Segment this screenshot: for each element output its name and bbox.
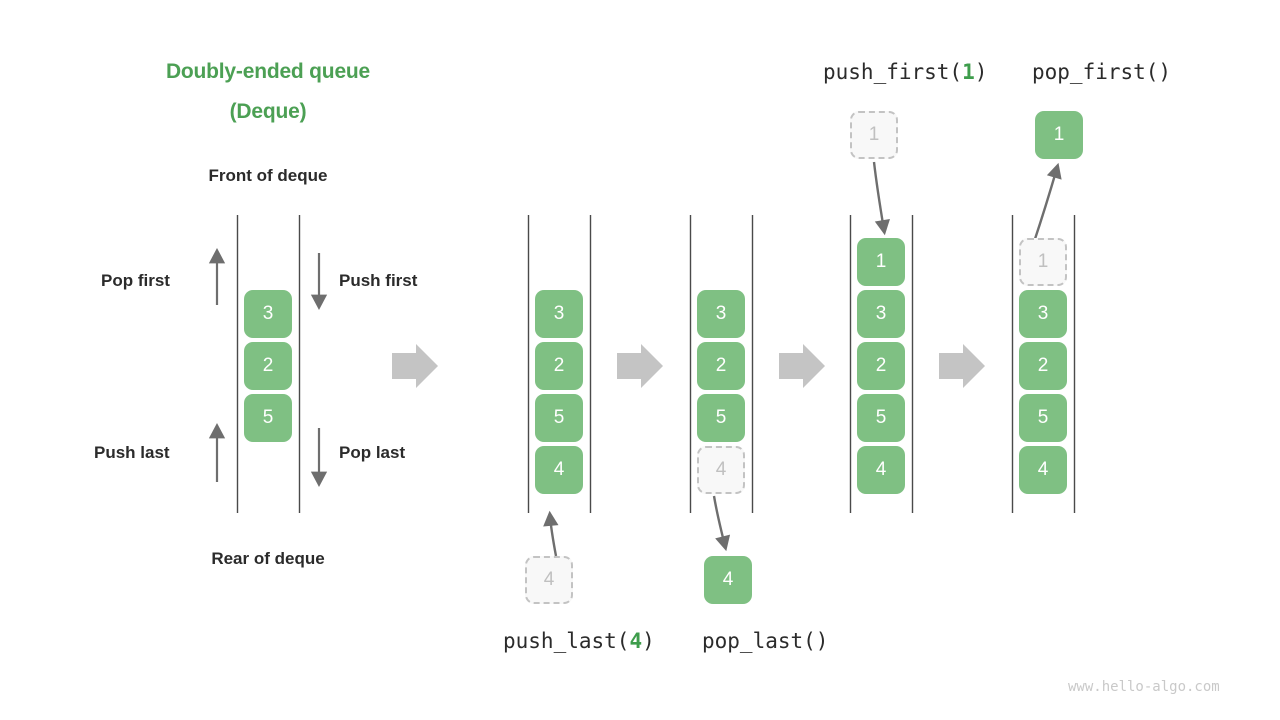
deque-cell: 2 bbox=[535, 342, 583, 390]
flow-arrow-icon-4 bbox=[939, 344, 985, 388]
op-label-pop-last: Pop last bbox=[339, 443, 406, 462]
caption-push-last-name: push_last( bbox=[503, 629, 630, 653]
push-last-motion-arrow-icon bbox=[543, 510, 559, 557]
deque-cell-removed: 1 bbox=[1019, 238, 1067, 286]
deque-cell: 4 bbox=[535, 446, 583, 494]
front-of-deque-label: Front of deque bbox=[208, 166, 328, 185]
deque-cell: 3 bbox=[535, 290, 583, 338]
caption-pop-first-name: pop_first() bbox=[1032, 60, 1172, 84]
deque-cell: 1 bbox=[857, 238, 905, 286]
caption-push-last-close: ) bbox=[642, 629, 655, 653]
flow-arrow-icon-2 bbox=[617, 344, 663, 388]
op-label-pop-first: Pop first bbox=[101, 271, 170, 290]
caption-push-last: push_last(4) bbox=[503, 629, 655, 653]
op-label-push-last: Push last bbox=[94, 443, 170, 462]
deque-cell: 5 bbox=[535, 394, 583, 442]
flow-arrow-icon-1 bbox=[392, 344, 438, 388]
pop-last-motion-arrow-icon bbox=[712, 495, 731, 552]
watermark: www.hello-algo.com bbox=[1068, 679, 1220, 695]
deque-cell: 3 bbox=[1019, 290, 1067, 338]
deque-cell: 2 bbox=[857, 342, 905, 390]
deque-cell: 5 bbox=[697, 394, 745, 442]
outgoing-value-cell: 1 bbox=[1035, 111, 1083, 159]
deque-cell: 3 bbox=[244, 290, 292, 338]
deque-cell: 2 bbox=[1019, 342, 1067, 390]
deque-cell: 5 bbox=[1019, 394, 1067, 442]
deque-cell-removed: 4 bbox=[697, 446, 745, 494]
caption-push-first-arg: 1 bbox=[962, 60, 975, 84]
caption-pop-first: pop_first() bbox=[1032, 60, 1171, 84]
deque-cell: 5 bbox=[857, 394, 905, 442]
deque-cell: 4 bbox=[1019, 446, 1067, 494]
caption-push-first-close: ) bbox=[974, 60, 988, 84]
deque-cell: 2 bbox=[697, 342, 745, 390]
deque-cell: 3 bbox=[857, 290, 905, 338]
incoming-value-cell: 4 bbox=[525, 556, 573, 604]
deque-cell: 4 bbox=[857, 446, 905, 494]
caption-push-last-arg: 4 bbox=[629, 629, 643, 653]
pop-first-motion-arrow-icon bbox=[1032, 162, 1062, 243]
push-first-motion-arrow-icon bbox=[872, 161, 890, 236]
caption-pop-last: pop_last() bbox=[702, 629, 828, 653]
caption-push-first-name: push_first( bbox=[823, 60, 963, 84]
deque-cell: 5 bbox=[244, 394, 292, 442]
op-label-push-first: Push first bbox=[339, 271, 418, 290]
flow-arrow-icon-3 bbox=[779, 344, 825, 388]
rear-of-deque-label: Rear of deque bbox=[211, 549, 325, 568]
page-title-line2: (Deque) bbox=[229, 100, 307, 123]
caption-pop-last-name: pop_last() bbox=[702, 629, 829, 653]
deque-cell: 2 bbox=[244, 342, 292, 390]
outgoing-value-cell: 4 bbox=[704, 556, 752, 604]
incoming-value-cell: 1 bbox=[850, 111, 898, 159]
page-title-line1: Doubly-ended queue bbox=[165, 60, 371, 83]
caption-push-first: push_first(1) bbox=[823, 60, 987, 84]
deque-cell: 3 bbox=[697, 290, 745, 338]
